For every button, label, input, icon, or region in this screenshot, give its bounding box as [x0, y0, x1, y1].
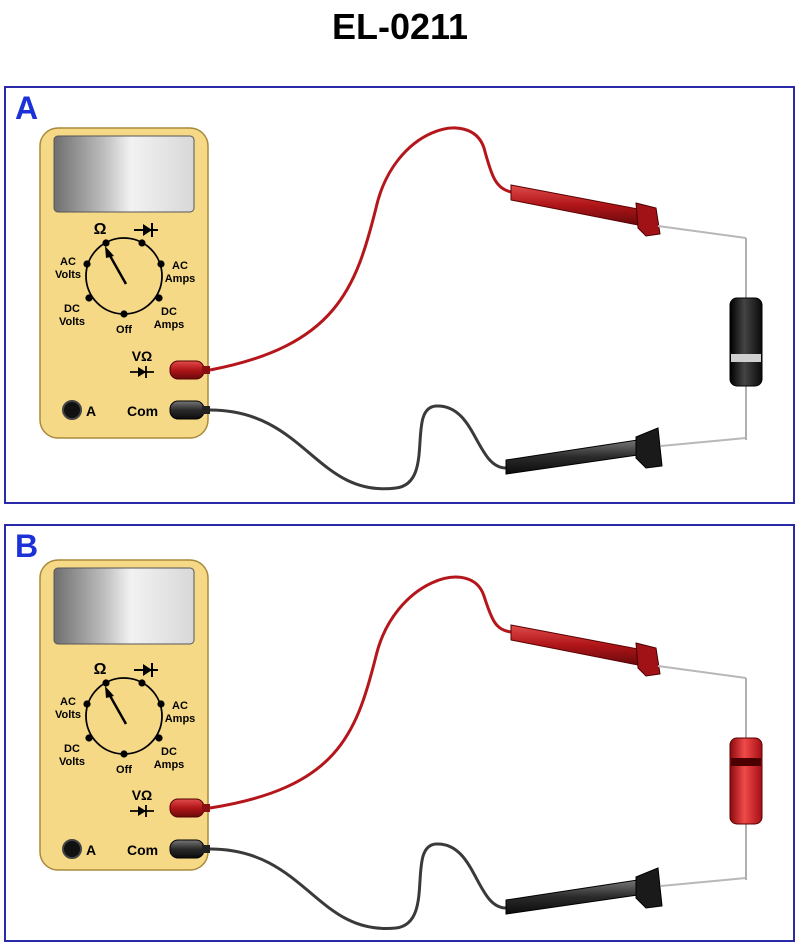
black-plug[interactable] — [169, 839, 205, 859]
panel-label-a: A — [15, 90, 39, 126]
jack-label-com: Com — [127, 403, 158, 419]
jack-label-v-ohm: VΩ — [132, 787, 153, 803]
red-probe-guard — [635, 642, 661, 677]
lcd-display — [53, 135, 195, 213]
black-lead-wire — [209, 842, 507, 930]
dial-label-ac-amps-2: Amps — [165, 713, 196, 725]
red-probe-guard — [635, 202, 661, 237]
amps-jack[interactable] — [62, 839, 82, 859]
red-plug-tip — [202, 804, 210, 812]
black-probe-guard — [635, 427, 663, 469]
dial-label-dc-amps-2: Amps — [154, 759, 185, 771]
red-probe-handle[interactable] — [510, 184, 639, 226]
dial-label-ac-amps-2: Amps — [165, 273, 196, 285]
panel-a: A — [4, 86, 795, 504]
panel-b: B — [4, 524, 795, 942]
page-title: EL-0211 — [331, 6, 469, 47]
black-plug-tip — [202, 406, 210, 414]
dial-label-ac-volts-2: Volts — [55, 269, 81, 281]
diode-cathode-band — [731, 354, 761, 362]
black-lead-wire — [209, 404, 507, 491]
black-probe-tip — [660, 437, 747, 447]
red-plug-tip — [202, 366, 210, 374]
dial-pointer-tip — [105, 686, 114, 698]
diode-body — [729, 737, 763, 825]
panel-label-b: B — [15, 528, 39, 564]
dial-pointer-tip — [105, 246, 114, 258]
dial-label-ac-volts-1: AC — [60, 256, 76, 268]
dial-positions — [83, 679, 165, 758]
dial-label-ac-volts-2: Volts — [55, 709, 81, 721]
dial-pointer — [107, 693, 128, 725]
red-plug[interactable] — [169, 798, 205, 818]
circuit-diagram-a: Ω AC Volts AC Amps DC Volts DC Amps Off … — [39, 126, 763, 491]
dial-label-dc-amps-1: DC — [161, 746, 177, 758]
dial-label-ohm: Ω — [94, 661, 107, 678]
amps-jack[interactable] — [62, 400, 82, 420]
jack-label-amps: A — [86, 842, 96, 858]
black-probe-handle[interactable] — [505, 439, 639, 475]
red-plug[interactable] — [169, 360, 205, 380]
black-probe-tip — [660, 877, 747, 887]
dial-label-dc-volts-1: DC — [64, 743, 80, 755]
diode-cathode-band — [731, 758, 761, 766]
dial-label-off: Off — [116, 324, 132, 336]
red-lead-wire — [209, 575, 512, 810]
jack-label-v-ohm: VΩ — [132, 348, 153, 364]
circuit-diagram-b: Ω AC Volts AC Amps DC Volts DC Amps Off … — [39, 559, 763, 930]
jack-label-com: Com — [127, 842, 158, 858]
jack-diode-symbol-icon — [130, 805, 154, 817]
black-probe-handle[interactable] — [505, 879, 639, 915]
jack-label-amps: A — [86, 403, 96, 419]
dial-label-dc-volts-2: Volts — [59, 756, 85, 768]
dial-positions — [83, 239, 165, 318]
diode-body — [729, 297, 763, 387]
dial-label-dc-volts-1: DC — [64, 303, 80, 315]
dial-label-dc-amps-2: Amps — [154, 319, 185, 331]
dial-label-dc-amps-1: DC — [161, 306, 177, 318]
diode-symbol-icon — [134, 663, 158, 677]
diode-symbol-icon — [134, 223, 158, 237]
black-plug-tip — [202, 845, 210, 853]
dial-label-ac-volts-1: AC — [60, 696, 76, 708]
dial-label-off: Off — [116, 764, 132, 776]
dial-pointer — [107, 253, 128, 285]
black-plug[interactable] — [169, 400, 205, 420]
black-probe-guard — [635, 867, 663, 909]
jack-diode-symbol-icon — [130, 366, 154, 378]
red-probe-tip — [657, 225, 747, 239]
lcd-display — [53, 567, 195, 645]
dial-label-ohm: Ω — [94, 221, 107, 238]
dial-label-ac-amps-1: AC — [172, 260, 188, 272]
red-probe-tip — [657, 665, 747, 679]
dial-label-dc-volts-2: Volts — [59, 316, 85, 328]
dial-label-ac-amps-1: AC — [172, 700, 188, 712]
red-probe-handle[interactable] — [510, 624, 639, 666]
red-lead-wire — [209, 126, 512, 372]
